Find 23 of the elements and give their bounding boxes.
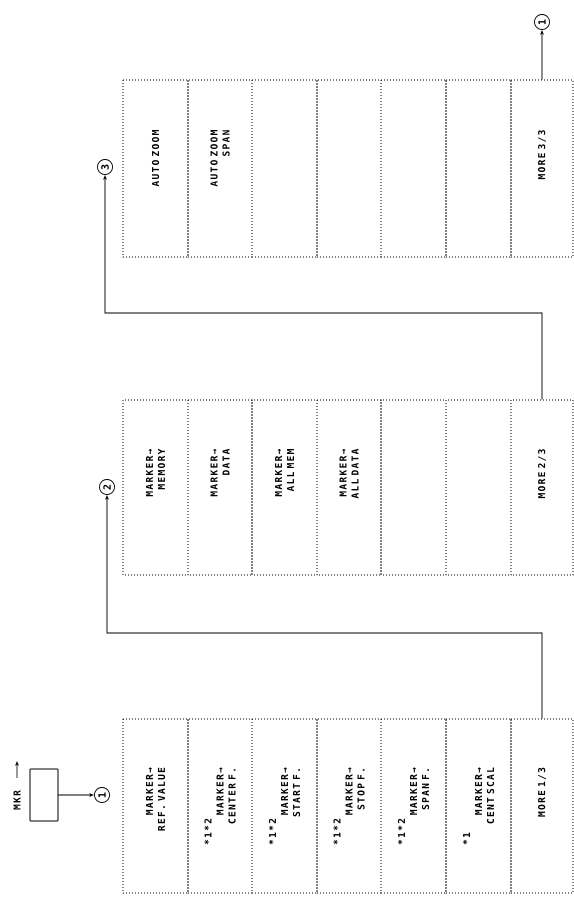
softkey-cell: *1*2 MARKER→ START F. [252, 718, 318, 894]
softkey-cell: MARKER→ DATA [188, 400, 252, 576]
softkey-cell: MARKER→ ALL MEM [252, 400, 318, 576]
softkey-cell: MORE 3/3 [510, 80, 574, 258]
softkey-cell [380, 400, 446, 576]
softkey-cell [380, 80, 446, 258]
key-label: MKR [14, 790, 20, 810]
softkey-cell: AUTO ZOOM [122, 80, 188, 258]
softkey-cell: *1*2 MARKER→ SPAN F. [380, 718, 446, 894]
softkey-cell: MARKER→ ALL DATA [316, 400, 382, 576]
softkey-cell [252, 80, 318, 258]
softkey-cell: MORE 1/3 [510, 718, 574, 894]
softkey-cell [446, 400, 512, 576]
softkey-cell: MARKER→ MEMORY [122, 400, 188, 576]
softkey-cell: MARKER→ REF. VALUE [122, 718, 188, 894]
key-box [30, 768, 58, 822]
softkey-cell: *1*2 MARKER→ CENTER F. [188, 718, 252, 894]
softkey-cell [446, 80, 512, 258]
softkey-cell: AUTO ZOOM SPAN [188, 80, 252, 258]
softkey-cell: MORE 2/3 [510, 400, 574, 576]
softkey-cell: *1*2 MARKER→ STOP F. [316, 718, 382, 894]
softkey-cell: *1 MARKER→ CENT SCAL [446, 718, 512, 894]
softkey-cell [316, 80, 382, 258]
